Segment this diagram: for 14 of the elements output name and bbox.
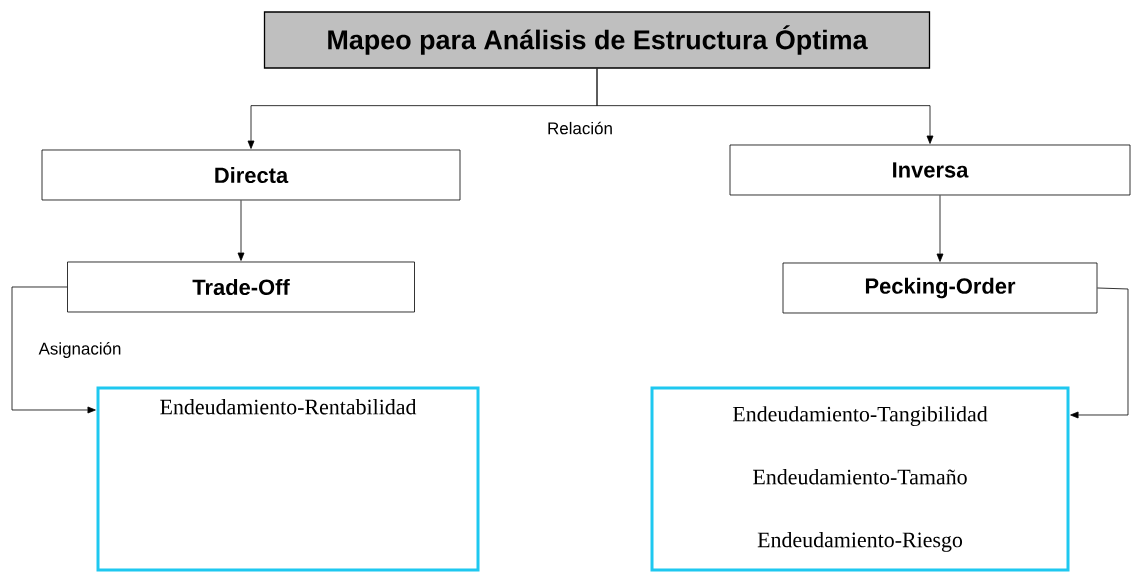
arrow <box>237 200 245 261</box>
category-box: Trade-Off <box>67 261 415 313</box>
variable-box: Endeudamiento-Tangibilidad Endeudamiento-Tamaño Endeudamiento-Riesgo <box>650 386 1070 572</box>
category-box: Inversa <box>729 144 1131 196</box>
arrow <box>1070 287 1129 419</box>
variable-box: Endeudamiento-Rentabilidad <box>96 386 480 572</box>
category-box: Pecking-Order <box>782 262 1098 314</box>
arrow <box>596 68 934 144</box>
edge-label: Asignación <box>37 341 123 359</box>
category-box: Directa <box>41 149 461 201</box>
arrow <box>11 286 96 414</box>
edge-label: Relación <box>546 120 614 136</box>
arrow <box>936 195 944 262</box>
title-box: Mapeo para Análisis de Estructura Óptima <box>263 11 931 69</box>
